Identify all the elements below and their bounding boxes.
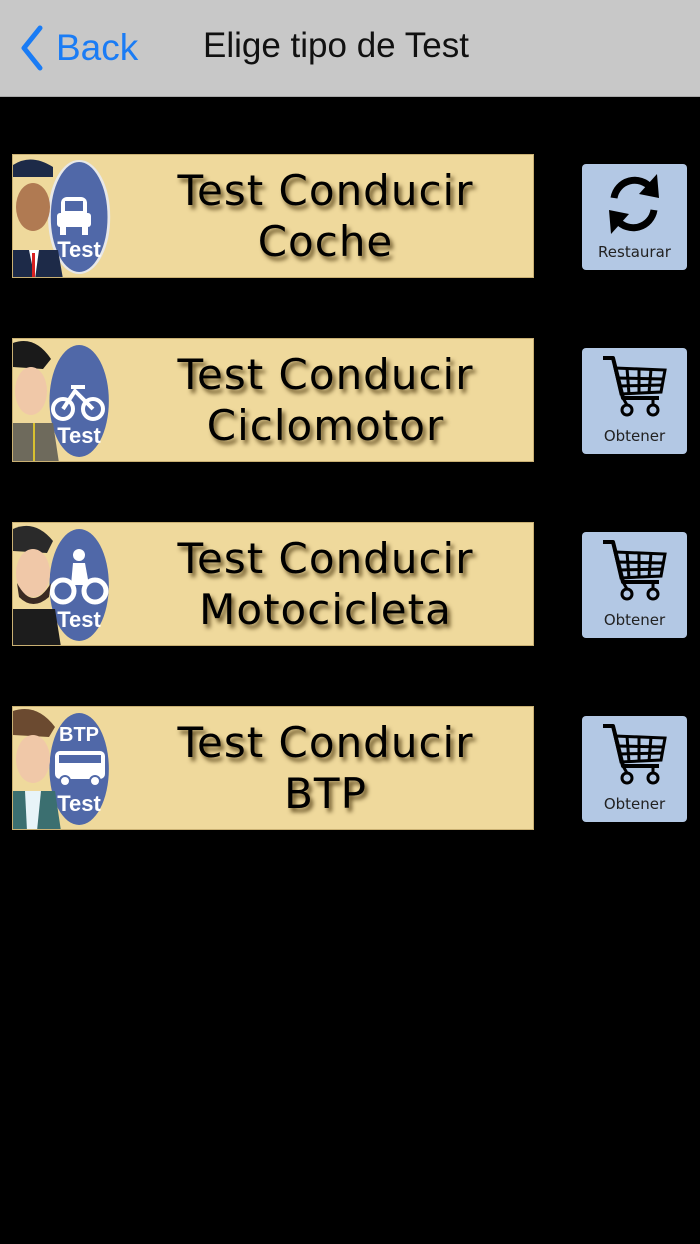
restore-button[interactable]: Restaurar xyxy=(582,164,687,270)
driver-avatar-with-bus-sign: BTP Test xyxy=(13,709,109,829)
shopping-cart-icon xyxy=(603,540,667,601)
moped-icon xyxy=(51,385,105,421)
refresh-icon xyxy=(609,174,659,234)
rider-avatar-with-motorcycle-sign: Test xyxy=(13,525,109,645)
test-banner-coche[interactable]: Test Test Conducir Coche xyxy=(12,154,534,278)
test-banner-btp[interactable]: BTP Test Test Conducir BTP xyxy=(12,706,534,830)
test-title: Test Conducir BTP xyxy=(177,718,474,818)
test-banner-motocicleta[interactable]: Test Test Conducir Motocicleta xyxy=(12,522,534,646)
test-row-motocicleta: Test Test Conducir Motocicleta Obtener xyxy=(0,522,700,648)
get-label: Obtener xyxy=(603,611,666,629)
chevron-left-icon xyxy=(21,25,43,71)
motorcycle-icon xyxy=(49,549,109,605)
test-row-btp: BTP Test Test Conducir BTP xyxy=(0,706,700,832)
restore-label: Restaurar xyxy=(598,243,671,261)
svg-text:Test: Test xyxy=(57,423,101,448)
navigation-bar: Back Elige tipo de Test xyxy=(0,0,700,97)
get-motocicleta-button[interactable]: Obtener xyxy=(582,532,687,638)
test-row-coche: Test Test Conducir Coche Restaurar xyxy=(0,154,700,280)
shopping-cart-icon xyxy=(603,356,667,417)
svg-text:Test: Test xyxy=(57,791,101,816)
driver-avatar-with-car-sign: Test xyxy=(13,159,111,277)
page-title: Elige tipo de Test xyxy=(203,26,469,65)
test-title: Test Conducir Coche xyxy=(177,166,474,266)
svg-text:Test: Test xyxy=(57,607,101,632)
test-title: Test Conducir Ciclomotor xyxy=(177,350,474,450)
back-button[interactable]: Back xyxy=(18,24,138,72)
test-banner-ciclomotor[interactable]: Test Test Conducir Ciclomotor xyxy=(12,338,534,462)
back-label: Back xyxy=(56,27,139,68)
shopping-cart-icon xyxy=(603,724,667,785)
get-label: Obtener xyxy=(603,795,666,813)
bus-icon xyxy=(55,751,105,787)
get-btp-button[interactable]: Obtener xyxy=(582,716,687,822)
test-row-ciclomotor: Test Test Conducir Ciclomotor Obtener xyxy=(0,338,700,464)
get-label: Obtener xyxy=(603,427,666,445)
rider-avatar-with-moped-sign: Test xyxy=(13,341,109,461)
svg-text:BTP: BTP xyxy=(59,724,99,746)
get-ciclomotor-button[interactable]: Obtener xyxy=(582,348,687,454)
test-title: Test Conducir Motocicleta xyxy=(177,534,474,634)
svg-text:Test: Test xyxy=(57,237,101,262)
